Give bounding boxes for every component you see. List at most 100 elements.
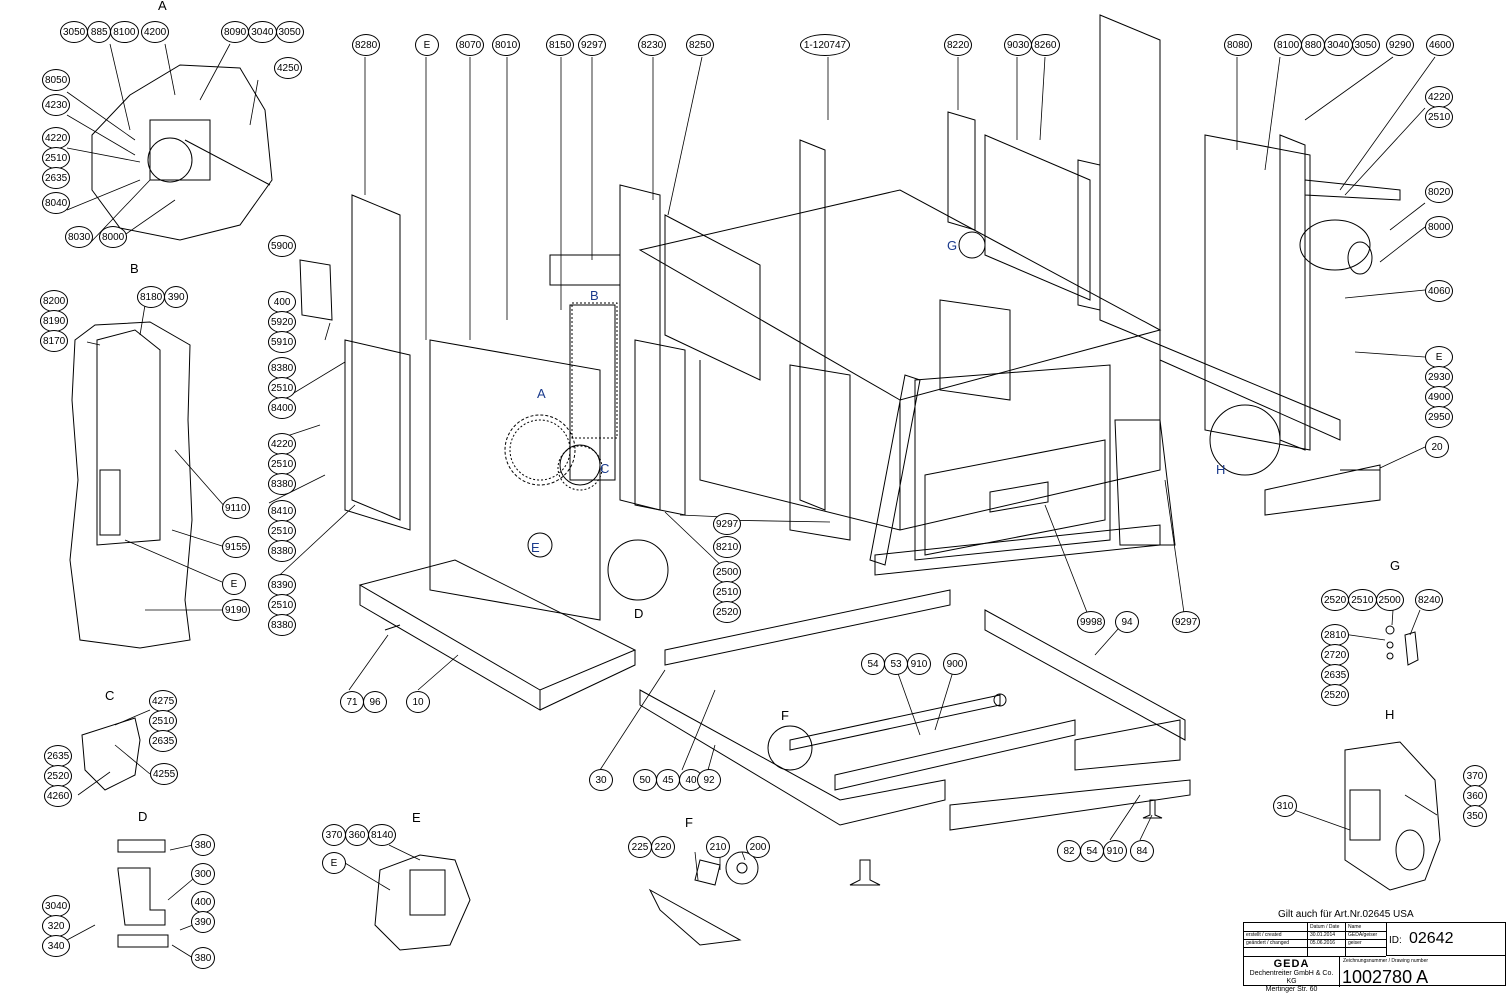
view-label-c: C bbox=[105, 688, 115, 703]
callout-bubble: 225 bbox=[628, 836, 652, 858]
callout-bubble: 5900 bbox=[268, 235, 297, 257]
callout-bubble: 8190 bbox=[40, 310, 69, 332]
callout-bubble: 54 bbox=[1080, 840, 1104, 862]
motor bbox=[1299, 219, 1371, 271]
callout-bubble: 900 bbox=[943, 653, 967, 675]
detail-e-outline bbox=[374, 854, 471, 951]
callout-bubble: 9190 bbox=[222, 599, 251, 621]
geda-plate bbox=[989, 481, 1049, 513]
callout-bubble: 8280 bbox=[352, 34, 381, 56]
callout-bubble: 3040 bbox=[248, 21, 277, 43]
detail-marker-a-ring bbox=[509, 419, 571, 481]
callout-bubble: 400 bbox=[191, 891, 215, 913]
callout-bubble: 3050 bbox=[275, 21, 304, 43]
callout-bubble: 2510 bbox=[268, 377, 297, 399]
callout-bubble: 8080 bbox=[1224, 34, 1253, 56]
callout-bubble: 10 bbox=[406, 691, 430, 713]
detail-a-outline bbox=[91, 64, 273, 241]
callout-bubble: 4250 bbox=[274, 57, 303, 79]
callout-bubble: 390 bbox=[164, 286, 189, 308]
tb-logo-box: GEDA Dechentreiter GmbH & Co. KG Merting… bbox=[1244, 956, 1340, 993]
callout-bubble: 45 bbox=[656, 769, 680, 791]
tb-id-value: 02642 bbox=[1409, 930, 1454, 947]
callout-bubble: 8220 bbox=[944, 34, 973, 56]
gate-panel bbox=[619, 184, 661, 511]
callout-bubble: 220 bbox=[651, 836, 675, 858]
base-frame bbox=[358, 559, 637, 691]
callout-bubble: 370 bbox=[1463, 765, 1487, 787]
detail-marker-e-ring bbox=[527, 532, 553, 558]
callout-bubble: 8200 bbox=[40, 290, 69, 312]
callout-bubble: 4275 bbox=[149, 690, 178, 712]
callout-bubble: 8070 bbox=[456, 34, 485, 56]
detail-marker-g: G bbox=[947, 238, 958, 253]
detail-marker-c: C bbox=[600, 461, 610, 476]
detail-marker-f-ring bbox=[767, 725, 813, 771]
callout-bubble: 2520 bbox=[1321, 684, 1350, 706]
callout-bubble: 8040 bbox=[42, 192, 71, 214]
callout-bubble: 96 bbox=[363, 691, 387, 713]
callout-stack-d-left: 3040 320 340 bbox=[42, 895, 71, 957]
callout-bubble: 8230 bbox=[638, 34, 667, 56]
callout-group-f: 225 220 bbox=[628, 836, 675, 858]
callout-bubble: 880 bbox=[1301, 34, 1326, 56]
back-panel bbox=[984, 134, 1091, 301]
callout-bubble: 380 bbox=[191, 834, 215, 856]
callout-bubble: 9297 bbox=[578, 34, 607, 56]
callout-bubble: 2510 bbox=[42, 147, 71, 169]
callout-bubble: 4060 bbox=[1425, 280, 1454, 302]
callout-bubble: 2500 bbox=[1375, 589, 1404, 611]
callout-bubble: 2930 bbox=[1425, 366, 1454, 388]
callout-bubble: 8100 bbox=[1274, 34, 1303, 56]
callout-bubble: 910 bbox=[1103, 840, 1127, 862]
callout-bubble: 3040 bbox=[1324, 34, 1353, 56]
callout-bubble: 9297 bbox=[713, 513, 742, 535]
tb-cell: 05.06.2016 bbox=[1308, 939, 1346, 947]
callout-stack-g: 2810 2720 2635 2520 bbox=[1321, 624, 1350, 706]
callout-bubble: 8000 bbox=[99, 226, 128, 248]
detail-marker-e: E bbox=[531, 540, 540, 555]
callout-bubble: 2510 bbox=[1425, 106, 1454, 128]
tb-cell bbox=[1244, 947, 1308, 956]
callout-bubble: 30 bbox=[589, 769, 613, 791]
right-mast-rear bbox=[1099, 14, 1161, 346]
tb-cell bbox=[1308, 947, 1346, 956]
callout-stack-main-2500: 2500 2510 2520 bbox=[713, 561, 742, 623]
callout-bubble: 4220 bbox=[268, 433, 297, 455]
callout-bubble: 4200 bbox=[141, 21, 170, 43]
callout-bubble: 1-120747 bbox=[800, 34, 850, 56]
left-mast bbox=[351, 194, 401, 521]
callout-bubble: 8000 bbox=[1425, 216, 1454, 238]
callout-stack-main-5920: 400 5920 5910 bbox=[268, 291, 297, 353]
callout-bubble: 2950 bbox=[1425, 406, 1454, 428]
axle bbox=[789, 694, 1001, 751]
detail-marker-g-ring bbox=[958, 231, 986, 259]
callout-bubble: 2510 bbox=[268, 520, 297, 542]
view-label-g: G bbox=[1390, 558, 1401, 573]
tb-drawing-number: 1002780 A bbox=[1342, 967, 1429, 987]
cage-frame bbox=[638, 189, 1162, 401]
tb-cell: GEDA/geiser bbox=[1348, 932, 1378, 938]
callout-bubble: 53 bbox=[884, 653, 908, 675]
callout-stack-main-8410: 8410 2510 8380 bbox=[268, 500, 297, 562]
detail-g-outline bbox=[1404, 631, 1419, 666]
callout-stack-main-8390: 8390 2510 8380 bbox=[268, 574, 297, 636]
callout-bubble: 8390 bbox=[268, 574, 297, 596]
detail-marker-b-box bbox=[571, 302, 618, 439]
callout-group-main-54: 54 53 910 bbox=[861, 653, 931, 675]
callout-group-b-top: 8180 390 bbox=[137, 286, 189, 308]
callout-bubble: 2510 bbox=[268, 594, 297, 616]
detail-c-outline bbox=[81, 717, 141, 791]
callout-bubble: 4900 bbox=[1425, 386, 1454, 408]
tb-id-box: ID: 02642 bbox=[1386, 923, 1506, 956]
callout-bubble: E bbox=[222, 573, 246, 595]
callout-stack-c-right: 4275 2510 2635 bbox=[149, 690, 178, 752]
callout-bubble: 8030 bbox=[65, 226, 94, 248]
callout-bubble: 94 bbox=[1115, 611, 1139, 633]
callout-stack-c-left: 2635 2520 4260 bbox=[44, 745, 73, 807]
callout-bubble: 9030 bbox=[1004, 34, 1033, 56]
callout-bubble: 2635 bbox=[42, 167, 71, 189]
callout-bubble: 2635 bbox=[149, 730, 178, 752]
detail-h-outline bbox=[1344, 741, 1441, 891]
callout-bubble: 370 bbox=[322, 824, 346, 846]
